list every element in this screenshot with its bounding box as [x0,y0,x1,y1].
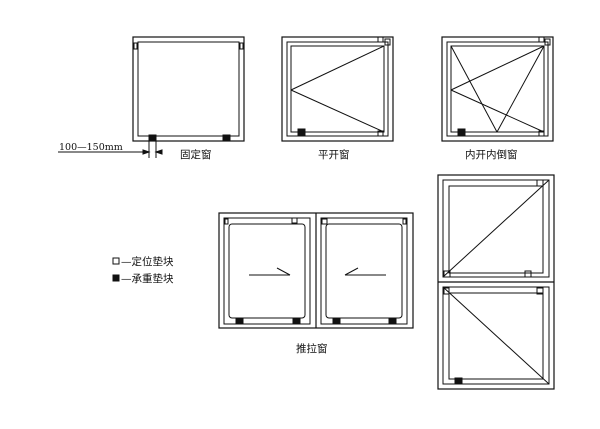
positioning-block [524,270,532,278]
tilt-turn-window [441,36,554,142]
legend-positioning-swatch [112,257,120,265]
bearing-block [388,317,397,325]
positioning-block [377,36,384,43]
double-leaf-window [437,174,555,390]
bearing-block [457,128,466,136]
tilt-turn-window-label: 内开内倒窗 [465,148,518,161]
bearing-block [292,317,301,325]
positioning-block [544,38,551,46]
bearing-block [297,128,306,136]
casement-window [281,36,394,142]
dimension-label: 100—150mm [59,142,123,153]
fixed-window-label: 固定窗 [180,148,212,161]
positioning-block [402,218,407,225]
bearing-block [454,377,463,385]
bearing-block [148,134,157,141]
bearing-block [332,317,341,325]
positioning-block [538,36,545,43]
positioning-block [291,217,298,224]
bearing-block [235,317,244,325]
positioning-block [321,218,328,225]
positioning-block [377,130,384,137]
fixed-window [132,36,245,142]
positioning-block [133,42,138,50]
positioning-block [239,42,244,50]
sliding-window [218,212,414,329]
legend-positioning-label: —定位垫块 [121,255,174,268]
casement-window-label: 平开窗 [318,148,350,161]
legend-bearing-swatch [112,274,120,282]
positioning-block [536,179,544,187]
bearing-block [222,134,231,141]
legend-bearing-label: —承重垫块 [121,272,174,285]
positioning-block [384,38,391,46]
positioning-block [538,130,545,137]
positioning-block [443,287,450,295]
positioning-block [536,287,544,295]
sliding-window-label: 推拉窗 [296,342,328,355]
dimension-annotation [58,141,163,158]
positioning-block [224,218,229,225]
positioning-block [443,270,451,278]
